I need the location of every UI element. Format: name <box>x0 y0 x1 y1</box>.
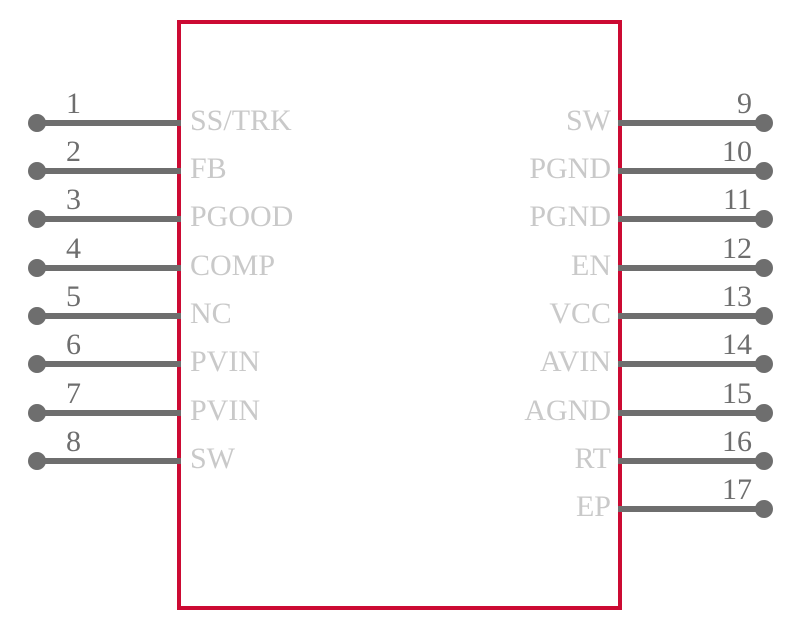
pin-number-label: 5 <box>66 280 81 313</box>
pin-name-label: PGOOD <box>190 200 293 233</box>
pin-name-label: AGND <box>524 394 611 427</box>
pin-terminal-dot[interactable] <box>28 307 46 325</box>
pin-terminal-dot[interactable] <box>755 210 773 228</box>
pin-number-label: 17 <box>722 473 752 506</box>
pin-number-label: 11 <box>723 183 752 216</box>
pin-name-label: COMP <box>190 249 275 282</box>
pin-9[interactable]: 9SW <box>566 87 773 137</box>
pin-terminal-dot[interactable] <box>28 259 46 277</box>
pin-number-label: 7 <box>66 377 81 410</box>
pin-number-label: 15 <box>722 377 752 410</box>
pin-number-label: 14 <box>722 328 752 361</box>
pin-name-label: RT <box>574 442 611 475</box>
pin-name-label: PVIN <box>190 345 260 378</box>
pin-number-label: 2 <box>66 135 81 168</box>
pin-name-label: NC <box>190 297 232 330</box>
pin-name-label: PVIN <box>190 394 260 427</box>
pin-1[interactable]: 1SS/TRK <box>28 87 292 137</box>
pin-number-label: 16 <box>722 425 752 458</box>
right-pin-group: 9SW10PGND11PGND12EN13VCC14AVIN15AGND16RT… <box>524 87 773 523</box>
pin-2[interactable]: 2FB <box>28 135 227 185</box>
pin-terminal-dot[interactable] <box>28 452 46 470</box>
pin-name-label: SS/TRK <box>190 104 292 137</box>
pin-name-label: VCC <box>549 297 611 330</box>
pin-name-label: SW <box>566 104 612 137</box>
pin-terminal-dot[interactable] <box>755 259 773 277</box>
pin-terminal-dot[interactable] <box>755 307 773 325</box>
pin-terminal-dot[interactable] <box>755 404 773 422</box>
pin-number-label: 13 <box>722 280 752 313</box>
pin-terminal-dot[interactable] <box>28 404 46 422</box>
pin-terminal-dot[interactable] <box>755 114 773 132</box>
pin-number-label: 8 <box>66 425 81 458</box>
pin-terminal-dot[interactable] <box>755 500 773 518</box>
pin-number-label: 9 <box>737 87 752 120</box>
pin-terminal-dot[interactable] <box>755 452 773 470</box>
pin-name-label: SW <box>190 442 236 475</box>
pin-number-label: 4 <box>66 232 81 265</box>
pin-number-label: 1 <box>66 87 81 120</box>
pin-terminal-dot[interactable] <box>28 355 46 373</box>
pin-terminal-dot[interactable] <box>755 355 773 373</box>
pin-number-label: 10 <box>722 135 752 168</box>
pin-terminal-dot[interactable] <box>755 162 773 180</box>
pin-terminal-dot[interactable] <box>28 210 46 228</box>
pin-name-label: PGND <box>529 200 611 233</box>
pin-5[interactable]: 5NC <box>28 280 232 330</box>
pin-name-label: EP <box>576 490 611 523</box>
pin-number-label: 3 <box>66 183 81 216</box>
pin-number-label: 12 <box>722 232 752 265</box>
pin-number-label: 6 <box>66 328 81 361</box>
pin-terminal-dot[interactable] <box>28 114 46 132</box>
pin-name-label: PGND <box>529 152 611 185</box>
pin-name-label: EN <box>571 249 611 282</box>
pin-terminal-dot[interactable] <box>28 162 46 180</box>
pin-name-label: FB <box>190 152 227 185</box>
pin-8[interactable]: 8SW <box>28 425 236 475</box>
pin-name-label: AVIN <box>540 345 611 378</box>
